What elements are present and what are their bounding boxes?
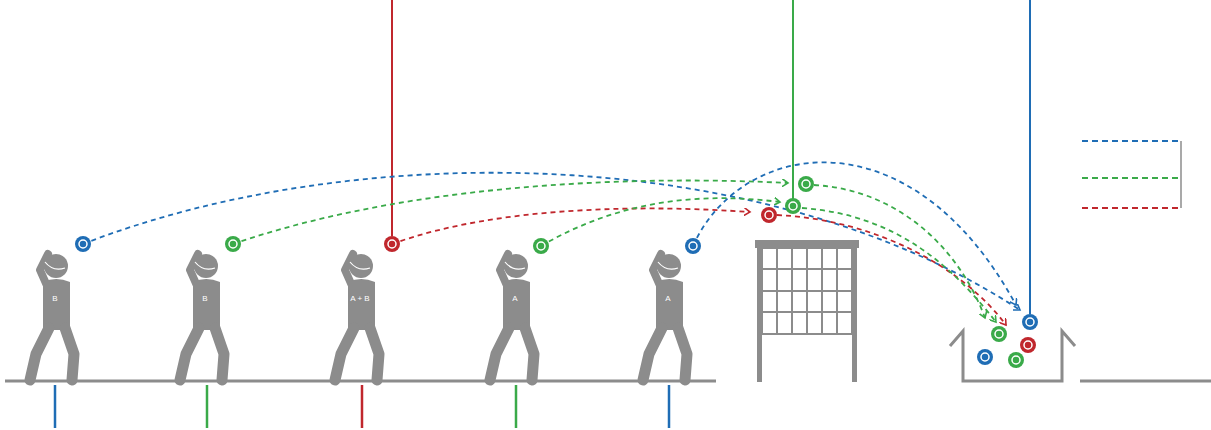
golf-ball — [1026, 318, 1034, 326]
position-tick — [206, 385, 209, 428]
golf-ball — [977, 349, 993, 365]
net-mesh — [762, 248, 852, 334]
golf-ball — [533, 238, 549, 254]
golfer-arm-outline — [350, 262, 370, 269]
golfer-silhouette — [15, 242, 95, 382]
marker-line — [792, 0, 794, 199]
golfer-body — [193, 279, 220, 330]
marker-line — [391, 0, 393, 236]
golf-ball — [995, 330, 1003, 338]
position-tick — [668, 385, 671, 428]
golf-ball — [761, 207, 777, 223]
golfer-leg — [215, 328, 224, 380]
group-label: B — [165, 294, 245, 304]
golfer-figure: B — [165, 242, 245, 382]
golf-ball — [384, 236, 400, 252]
ball-trajectory — [802, 208, 996, 322]
golfer-leg — [643, 328, 662, 380]
golf-ball — [802, 180, 810, 188]
marker-line — [1029, 0, 1031, 314]
golf-ball — [981, 353, 989, 361]
ball-trajectory — [83, 173, 1020, 310]
group-label: A — [475, 294, 555, 304]
ball-trajectory — [814, 185, 985, 318]
golf-ball — [685, 238, 701, 254]
golfer-leg — [370, 328, 379, 380]
golf-ball — [785, 198, 801, 214]
golf-ball — [79, 240, 87, 248]
ground-line — [5, 380, 716, 383]
group-label: A — [628, 294, 708, 304]
golfer-silhouette — [475, 242, 555, 382]
golfer-figure: A — [475, 242, 555, 382]
golf-ball — [689, 242, 697, 250]
golfer-leg — [678, 328, 687, 380]
height-line — [1082, 207, 1180, 209]
golf-ball — [789, 202, 797, 210]
golfer-body — [503, 279, 530, 330]
golf-ball — [1022, 314, 1038, 330]
golf-ball — [1012, 356, 1020, 364]
golf-ball — [388, 240, 396, 248]
golf-ball — [991, 326, 1007, 342]
golfer-leg — [335, 328, 354, 380]
net-mesh — [762, 248, 852, 334]
net-frame — [755, 240, 859, 248]
golf-ball — [1008, 352, 1024, 368]
golfer-leg — [65, 328, 74, 380]
position-tick — [515, 385, 518, 428]
ball-trajectory — [541, 198, 780, 246]
golf-ball — [765, 211, 773, 219]
group-label: A + B — [320, 294, 400, 304]
golfer-leg — [490, 328, 509, 380]
golf-ball — [1024, 341, 1032, 349]
height-bracket — [1180, 141, 1182, 208]
position-tick — [54, 385, 57, 428]
group-label: B — [15, 294, 95, 304]
golf-ball — [225, 236, 241, 252]
golf-ball — [537, 242, 545, 250]
golfer-arm-outline — [658, 262, 678, 269]
golfer-body — [656, 279, 683, 330]
golfer-leg — [30, 328, 49, 380]
ball-trajectory — [233, 180, 788, 244]
golfer-figure: A — [628, 242, 708, 382]
golfer-leg — [525, 328, 534, 380]
golfer-arm-outline — [505, 262, 525, 269]
golfer-arm-outline — [195, 262, 215, 269]
golfer-silhouette — [628, 242, 708, 382]
golf-ball — [75, 236, 91, 252]
height-line — [1082, 177, 1180, 179]
golfer-figure: B — [15, 242, 95, 382]
golfer-silhouette — [165, 242, 245, 382]
golfer-leg — [180, 328, 199, 380]
ball-trajectory — [392, 208, 750, 244]
golf-ball — [798, 176, 814, 192]
ball-trajectory — [693, 162, 1016, 305]
golfer-body — [43, 279, 70, 330]
golfer-arm-outline — [45, 262, 65, 269]
height-line — [1082, 140, 1180, 142]
position-tick — [361, 385, 364, 428]
golfer-silhouette — [320, 242, 400, 382]
basket — [950, 331, 1075, 381]
ground-line — [1080, 380, 1211, 383]
golf-ball — [229, 240, 237, 248]
golfer-figure: A + B — [320, 242, 400, 382]
golfer-body — [348, 279, 375, 330]
golf-ball — [1020, 337, 1036, 353]
